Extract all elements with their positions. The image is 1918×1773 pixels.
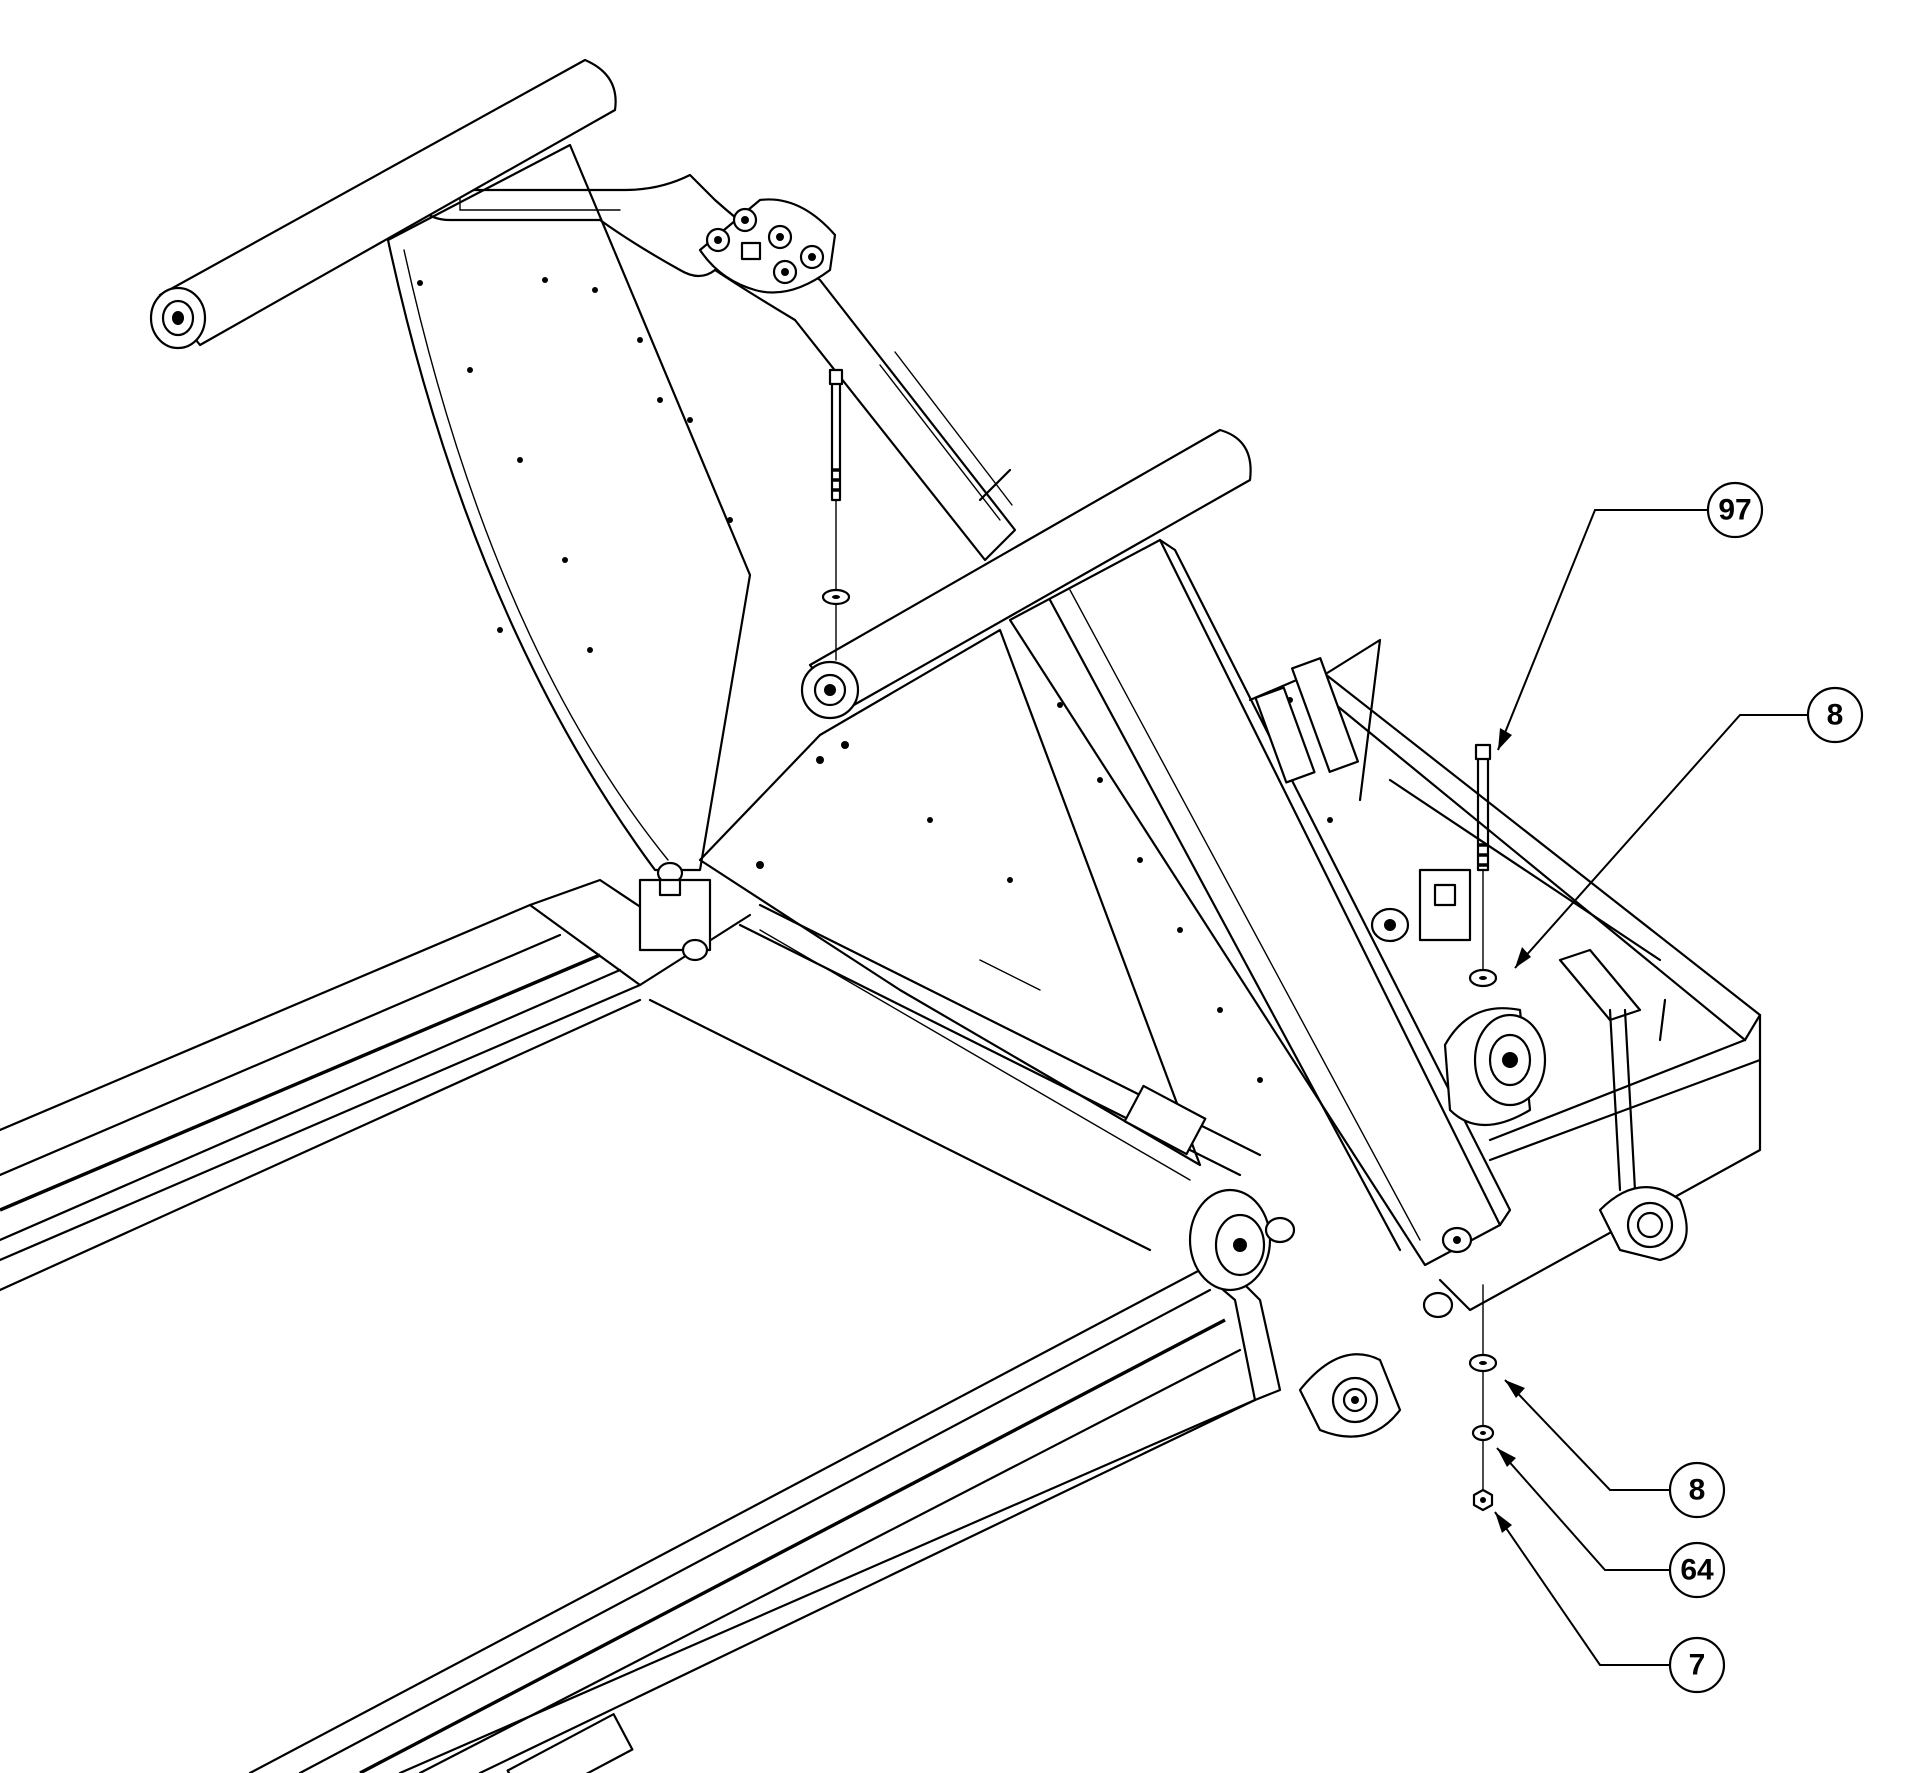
diagonal-upright-strut bbox=[1008, 538, 1512, 1319]
right-side-rail bbox=[248, 1258, 1282, 1773]
left-bolt-assembly bbox=[821, 368, 851, 661]
callout-label-7: 7 bbox=[1689, 1649, 1706, 1682]
front-handle-grip bbox=[800, 428, 1252, 720]
switch-bracket bbox=[1370, 868, 1472, 943]
left-upright-shroud bbox=[386, 143, 752, 872]
center-cross-panel bbox=[698, 628, 1207, 1181]
handrail-console-arm bbox=[410, 168, 1017, 562]
right-bolt-stack bbox=[1468, 743, 1498, 1512]
left-side-rail bbox=[0, 878, 692, 1292]
rear-handle-grip bbox=[149, 58, 617, 350]
callout-balloon-8-lower: 8 bbox=[1668, 1461, 1726, 1519]
transport-wheel-right bbox=[1598, 1186, 1688, 1262]
callout-balloon-97: 97 bbox=[1706, 481, 1764, 539]
callout-label-97: 97 bbox=[1718, 494, 1751, 527]
callout-balloon-7: 7 bbox=[1668, 1636, 1726, 1694]
callout-balloon-64: 64 bbox=[1668, 1541, 1726, 1599]
callout-balloon-8-upper: 8 bbox=[1806, 686, 1864, 744]
callout-label-8-upper: 8 bbox=[1827, 699, 1844, 732]
motor-frame bbox=[1248, 638, 1762, 1312]
callout-label-64: 64 bbox=[1680, 1554, 1714, 1587]
callout-label-8-lower: 8 bbox=[1689, 1474, 1706, 1507]
transport-wheel-front bbox=[1298, 1353, 1402, 1438]
console-keypad bbox=[698, 198, 837, 294]
front-roller-pulley bbox=[1188, 1188, 1296, 1292]
left-pivot-bracket bbox=[638, 861, 712, 962]
drive-motor-pulley bbox=[1443, 1007, 1547, 1127]
callout-leaders bbox=[1494, 509, 1808, 1666]
latch-arm bbox=[1558, 948, 1667, 1192]
